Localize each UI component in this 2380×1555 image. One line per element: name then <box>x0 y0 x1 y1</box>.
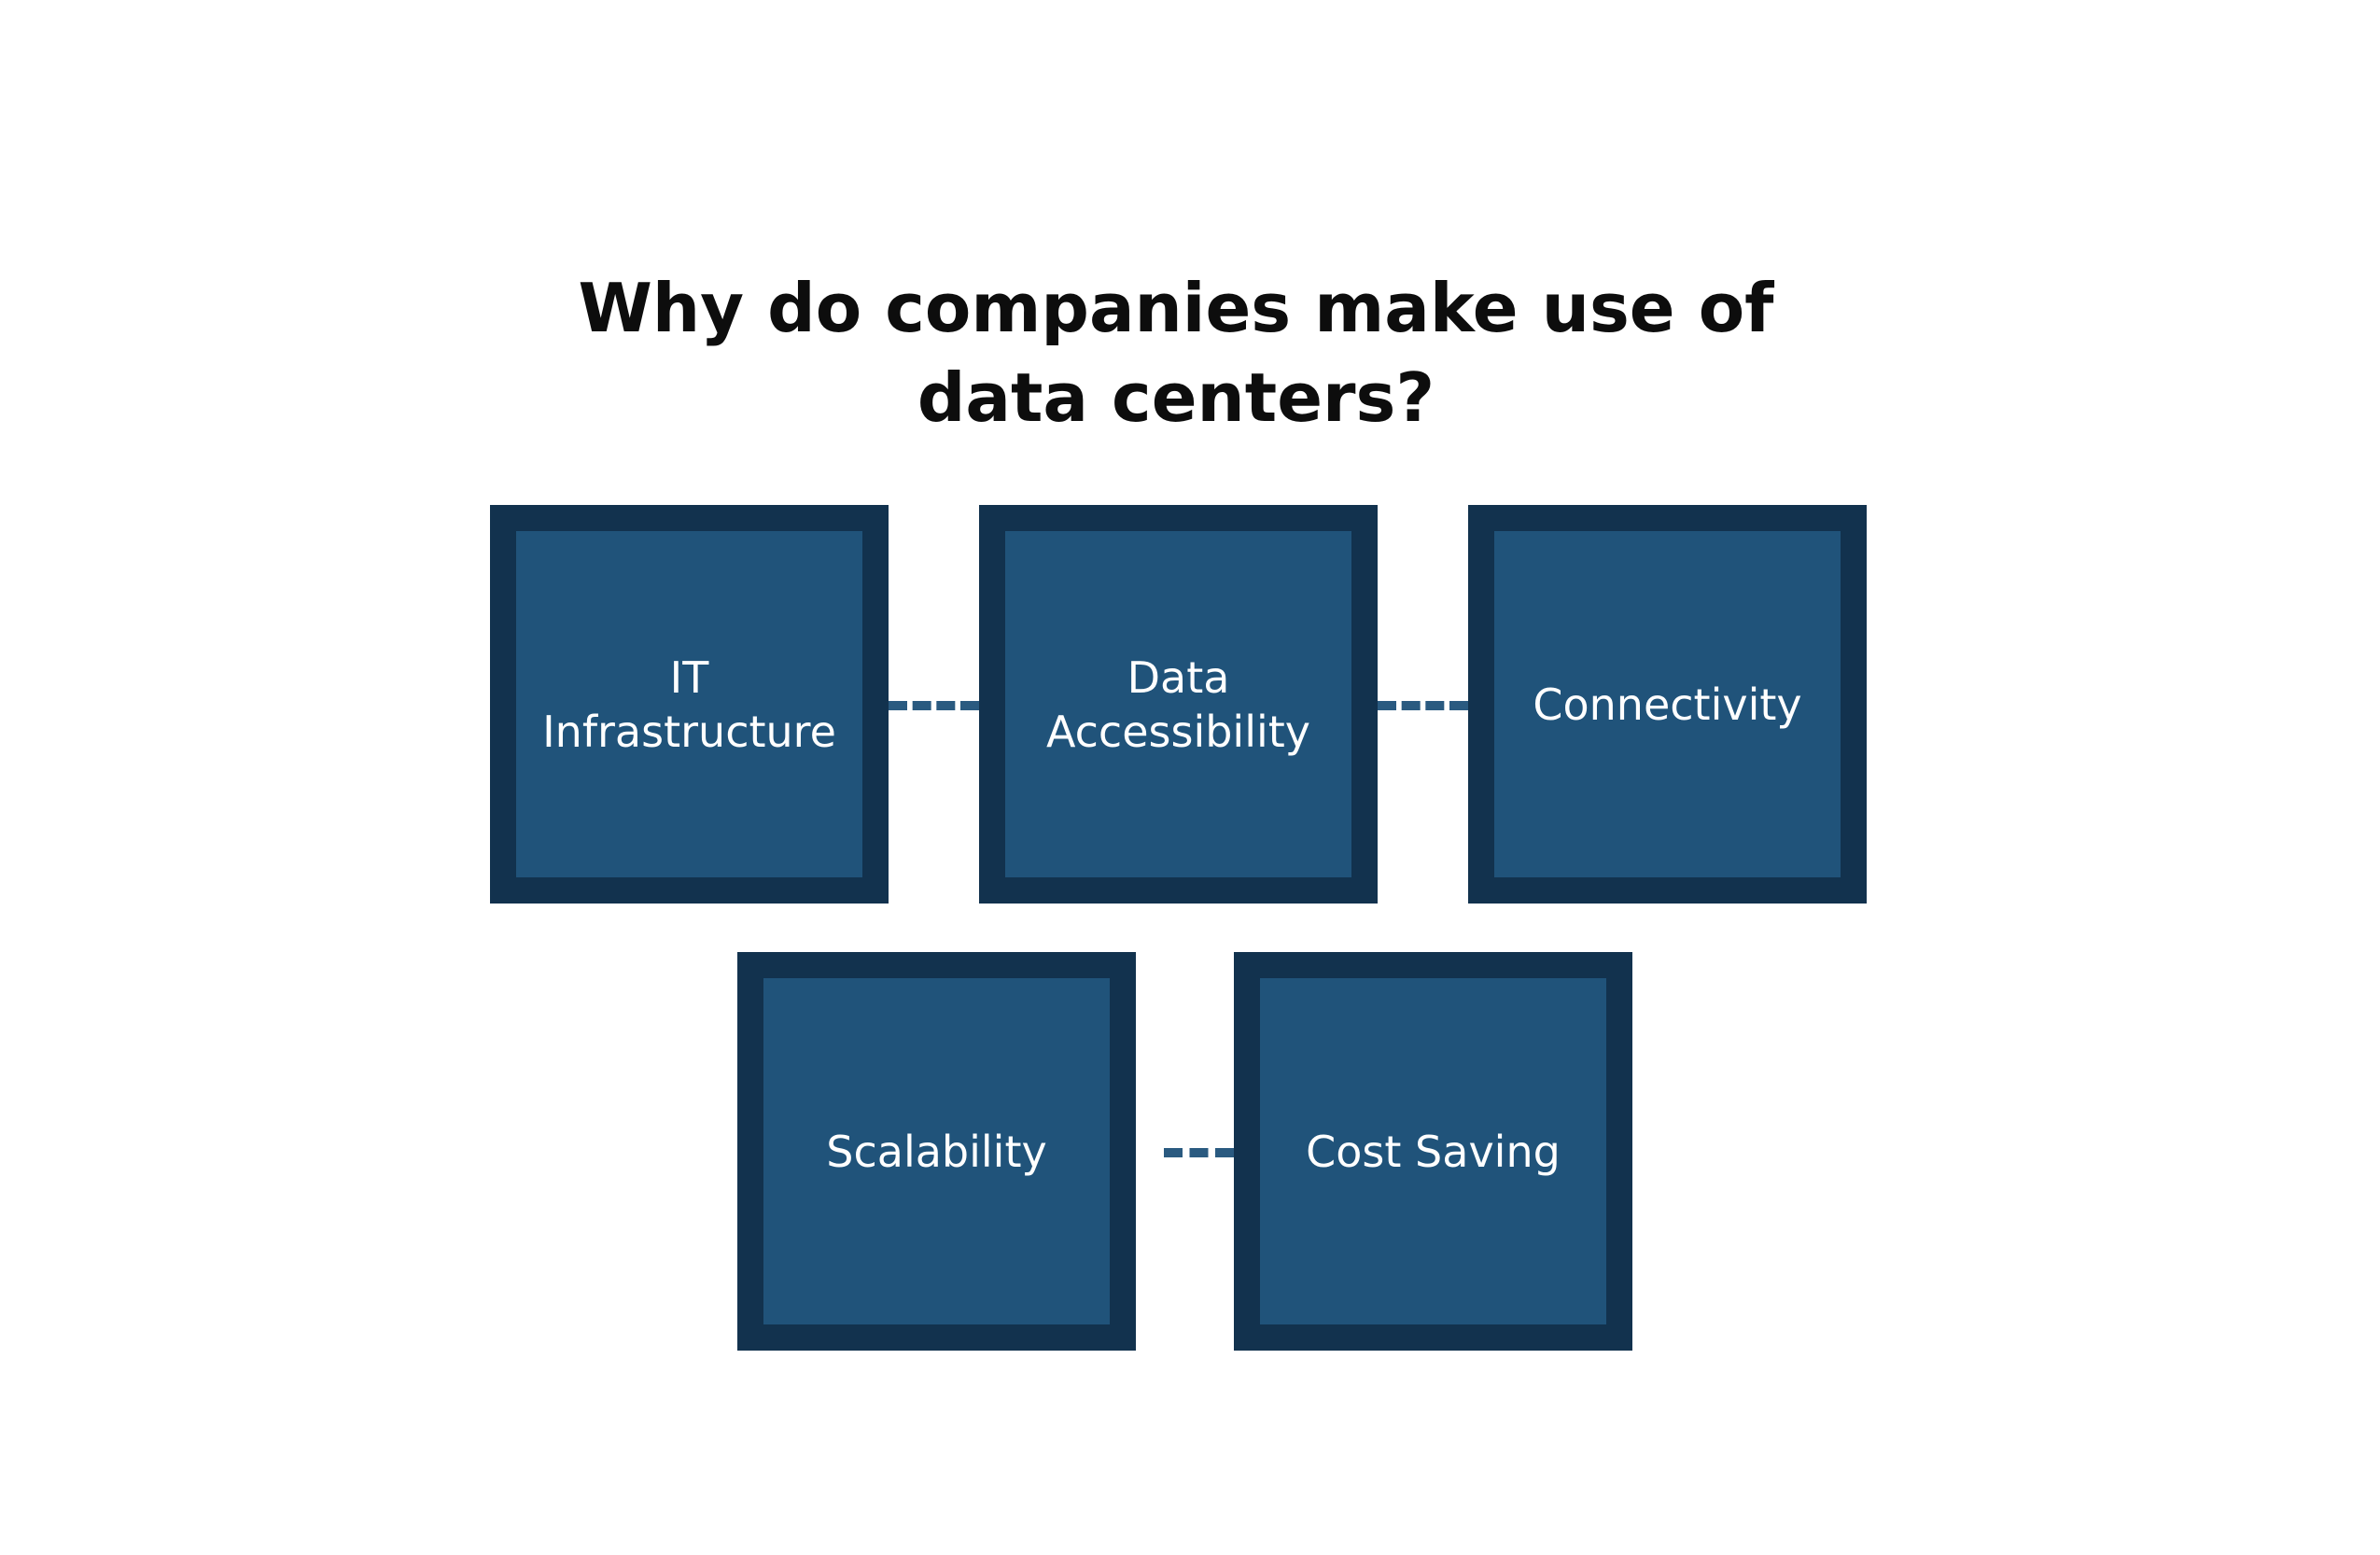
box-label-it-infrastructure: IT Infrastructure <box>542 651 836 757</box>
box-label-connectivity: Connectivity <box>1533 679 1802 730</box>
box-connectivity: Connectivity <box>1468 505 1867 904</box>
title-line-1: Why do companies make use of <box>578 269 1774 347</box>
box-it-infrastructure: IT Infrastructure <box>490 505 889 904</box>
box-label-data-accessibility: Data Accessibility <box>1045 651 1311 757</box>
connector-it-to-data <box>889 701 979 710</box>
diagram-title: Why do companies make use of data center… <box>0 263 2352 442</box>
connector-scalability-to-cost <box>1164 1148 1234 1157</box>
box-data-accessibility: Data Accessibility <box>979 505 1378 904</box>
box-scalability: Scalability <box>737 952 1136 1351</box>
box-cost-saving: Cost Saving <box>1234 952 1632 1351</box>
title-line-2: data centers? <box>917 358 1435 437</box>
connector-data-to-connectivity <box>1378 701 1468 710</box>
box-label-cost-saving: Cost Saving <box>1306 1126 1561 1177</box>
box-label-scalability: Scalability <box>826 1126 1047 1177</box>
